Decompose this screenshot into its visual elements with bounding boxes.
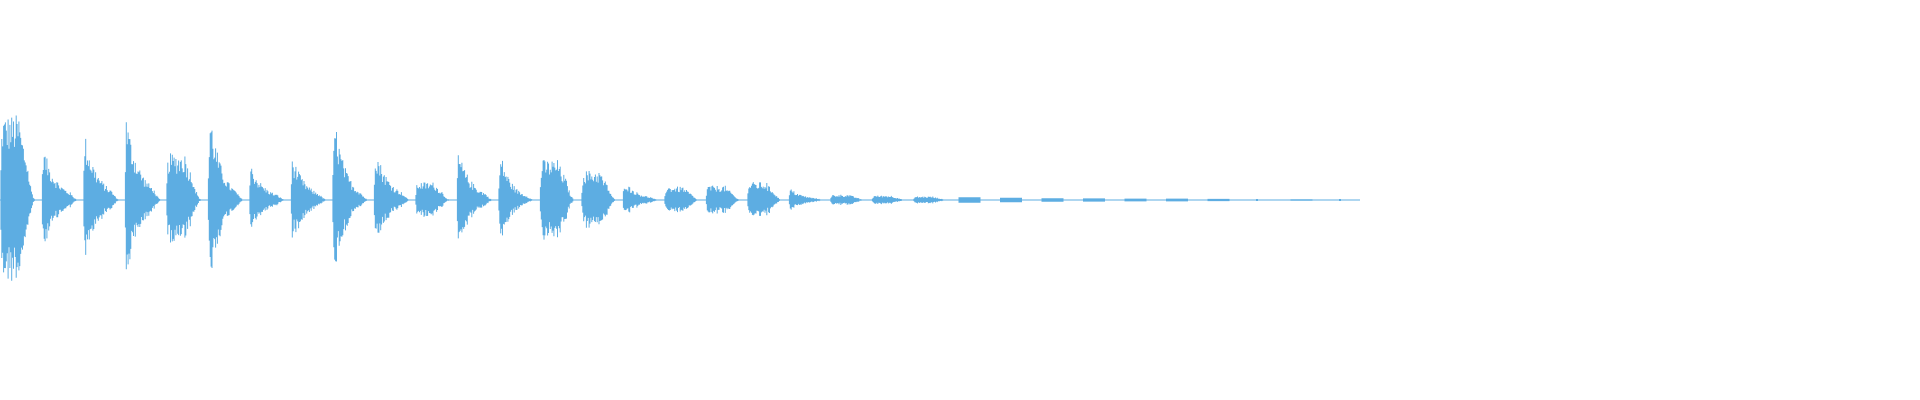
waveform-segment	[83, 138, 119, 255]
waveform-segment	[41, 156, 78, 242]
waveform-segment	[332, 132, 368, 262]
waveform-segment	[290, 161, 327, 238]
waveform-segment	[913, 196, 949, 204]
waveform-segment	[0, 115, 36, 281]
waveform-segment	[249, 168, 285, 227]
waveform-segment	[664, 186, 700, 213]
waveform-segment	[830, 194, 866, 206]
waveform-segment	[207, 130, 244, 269]
waveform-segment	[539, 160, 576, 240]
waveform-segment	[622, 186, 659, 213]
waveform-segment	[705, 185, 742, 214]
waveform-segment	[788, 189, 825, 210]
waveform-segment	[124, 122, 161, 270]
waveform-segment	[456, 155, 493, 239]
waveform-segments	[0, 115, 1341, 281]
waveform-segment	[581, 171, 617, 228]
waveform-segment	[871, 195, 908, 205]
waveform-segment	[166, 153, 202, 243]
waveform-segment	[373, 161, 410, 233]
waveform-segment	[498, 160, 534, 236]
waveform-segment	[747, 182, 783, 216]
waveform-segment	[415, 182, 451, 217]
